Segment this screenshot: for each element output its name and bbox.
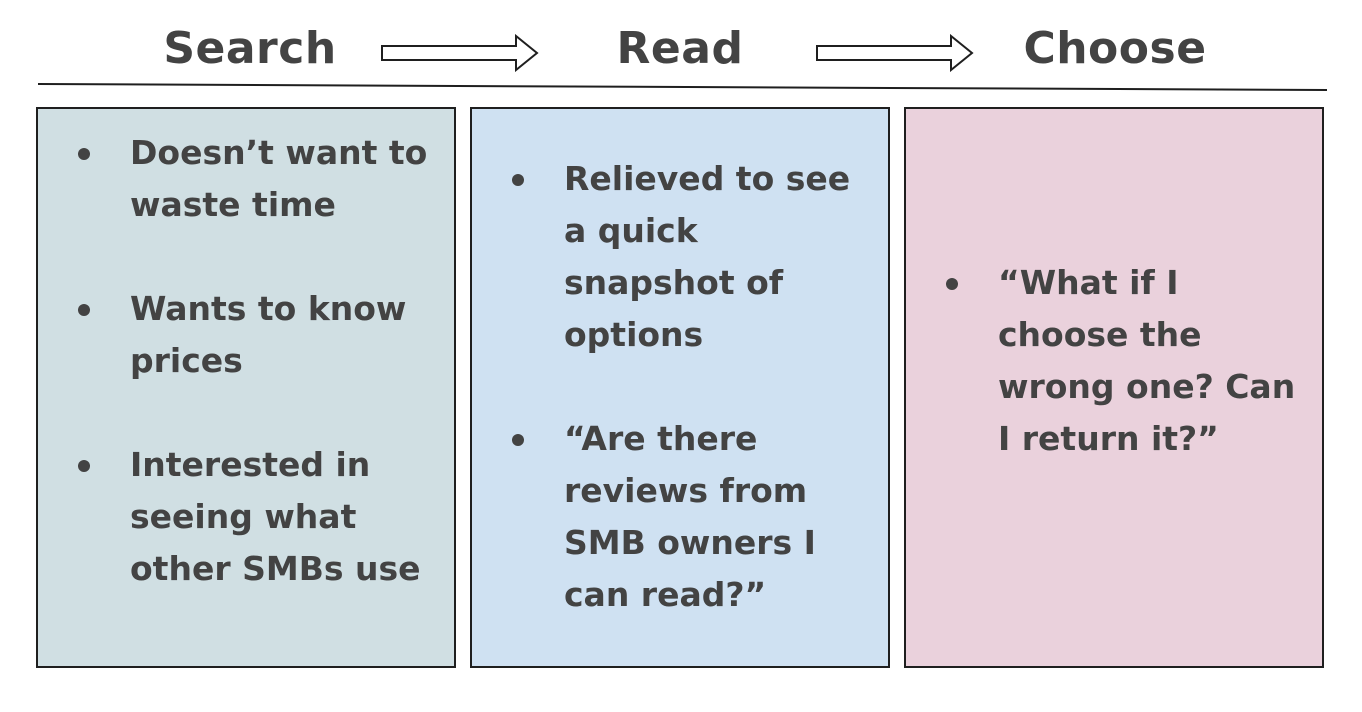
list-item: “Are there reviews from SMB owners I can… [472,413,888,621]
list-item-text: “Are there reviews from SMB owners I can… [564,419,816,614]
stage-card-choose: “What if I choose the wrong one? Can I r… [904,107,1324,668]
list-item-text: Relieved to see a quick snapshot of opti… [564,159,851,354]
list-item-text: “What if I choose the wrong one? Can I r… [998,263,1296,458]
bullet-dot-icon [512,174,524,186]
list-item-text: Interested in seeing what other SMBs use [130,445,421,588]
list-item-text: Wants to know prices [130,289,407,380]
list-item: Interested in seeing what other SMBs use [38,439,454,595]
bullet-list: “What if I choose the wrong one? Can I r… [906,257,1322,465]
right-arrow-icon [816,34,974,72]
bullet-dot-icon [78,148,90,160]
bullet-dot-icon [946,278,958,290]
list-item: Doesn’t want to waste time [38,127,454,231]
list-item: Relieved to see a quick snapshot of opti… [472,153,888,361]
bullet-dot-icon [78,304,90,316]
stage-title-search: Search [163,23,337,74]
list-item: Wants to know prices [38,283,454,387]
stage-card-read: Relieved to see a quick snapshot of opti… [470,107,890,668]
stage-card-search: Doesn’t want to waste time Wants to know… [36,107,456,668]
list-item-text: Doesn’t want to waste time [130,133,428,224]
header-divider [37,83,1328,91]
stage-title-choose: Choose [1023,23,1207,74]
list-item: “What if I choose the wrong one? Can I r… [906,257,1322,465]
stage-title-read: Read [616,23,744,74]
bullet-list: Doesn’t want to waste time Wants to know… [38,127,454,595]
bullet-dot-icon [512,434,524,446]
bullet-dot-icon [78,460,90,472]
right-arrow-icon [381,34,539,72]
bullet-list: Relieved to see a quick snapshot of opti… [472,153,888,621]
